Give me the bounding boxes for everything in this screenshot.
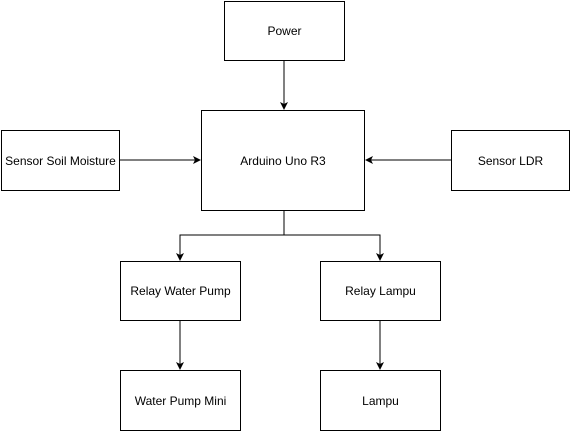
sensor-soil-moisture-node: Sensor Soil Moisture — [1, 130, 120, 191]
edge-arduino-to-relay-water-pump — [176, 211, 285, 261]
water-pump-mini-node: Water Pump Mini — [120, 370, 241, 431]
relay-water-pump-node: Relay Water Pump — [120, 261, 241, 321]
water-pump-mini-label: Water Pump Mini — [134, 393, 227, 408]
relay-water-pump-label: Relay Water Pump — [130, 284, 231, 298]
sensor-ldr-label: Sensor LDR — [477, 153, 544, 168]
arduino-node: Arduino Uno R3 — [201, 110, 365, 211]
relay-lampu-label: Relay Lampu — [345, 284, 416, 298]
arduino-label: Arduino Uno R3 — [240, 153, 326, 168]
power-label: Power — [267, 24, 302, 38]
relay-lampu-node: Relay Lampu — [320, 261, 441, 321]
lampu-label: Lampu — [362, 393, 399, 408]
sensor-ldr-node: Sensor LDR — [451, 130, 570, 191]
sensor-soil-moisture-label: Sensor Soil Moisture — [5, 153, 116, 168]
lampu-node: Lampu — [320, 370, 441, 431]
power-node: Power — [224, 1, 345, 61]
edge-arduino-to-relay-lampu — [284, 234, 384, 261]
